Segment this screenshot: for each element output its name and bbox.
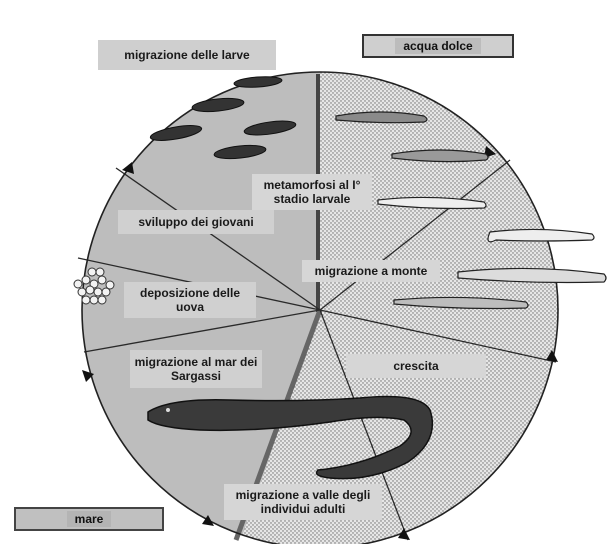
label-sargasso-migration: migrazione al mar dei Sargassi [130,350,262,388]
label-upstream-migration: migrazione a monte [302,260,440,282]
legend-sea: mare [14,507,164,531]
label-larval-migration: migrazione delle larve [98,40,276,70]
legend-fresh-water: acqua dolce [362,34,514,58]
label-egg-laying: deposizione delle uova [124,282,256,318]
legend-fresh-water-label: acqua dolce [395,38,480,54]
label-juvenile-development: sviluppo dei giovani [118,210,274,234]
label-growth: crescita [346,354,486,378]
label-metamorphosis: metamorfosi al I° stadio larvale [252,174,372,210]
label-downstream-migration: migrazione a valle degli individui adult… [224,484,382,520]
legend-sea-label: mare [67,511,112,527]
